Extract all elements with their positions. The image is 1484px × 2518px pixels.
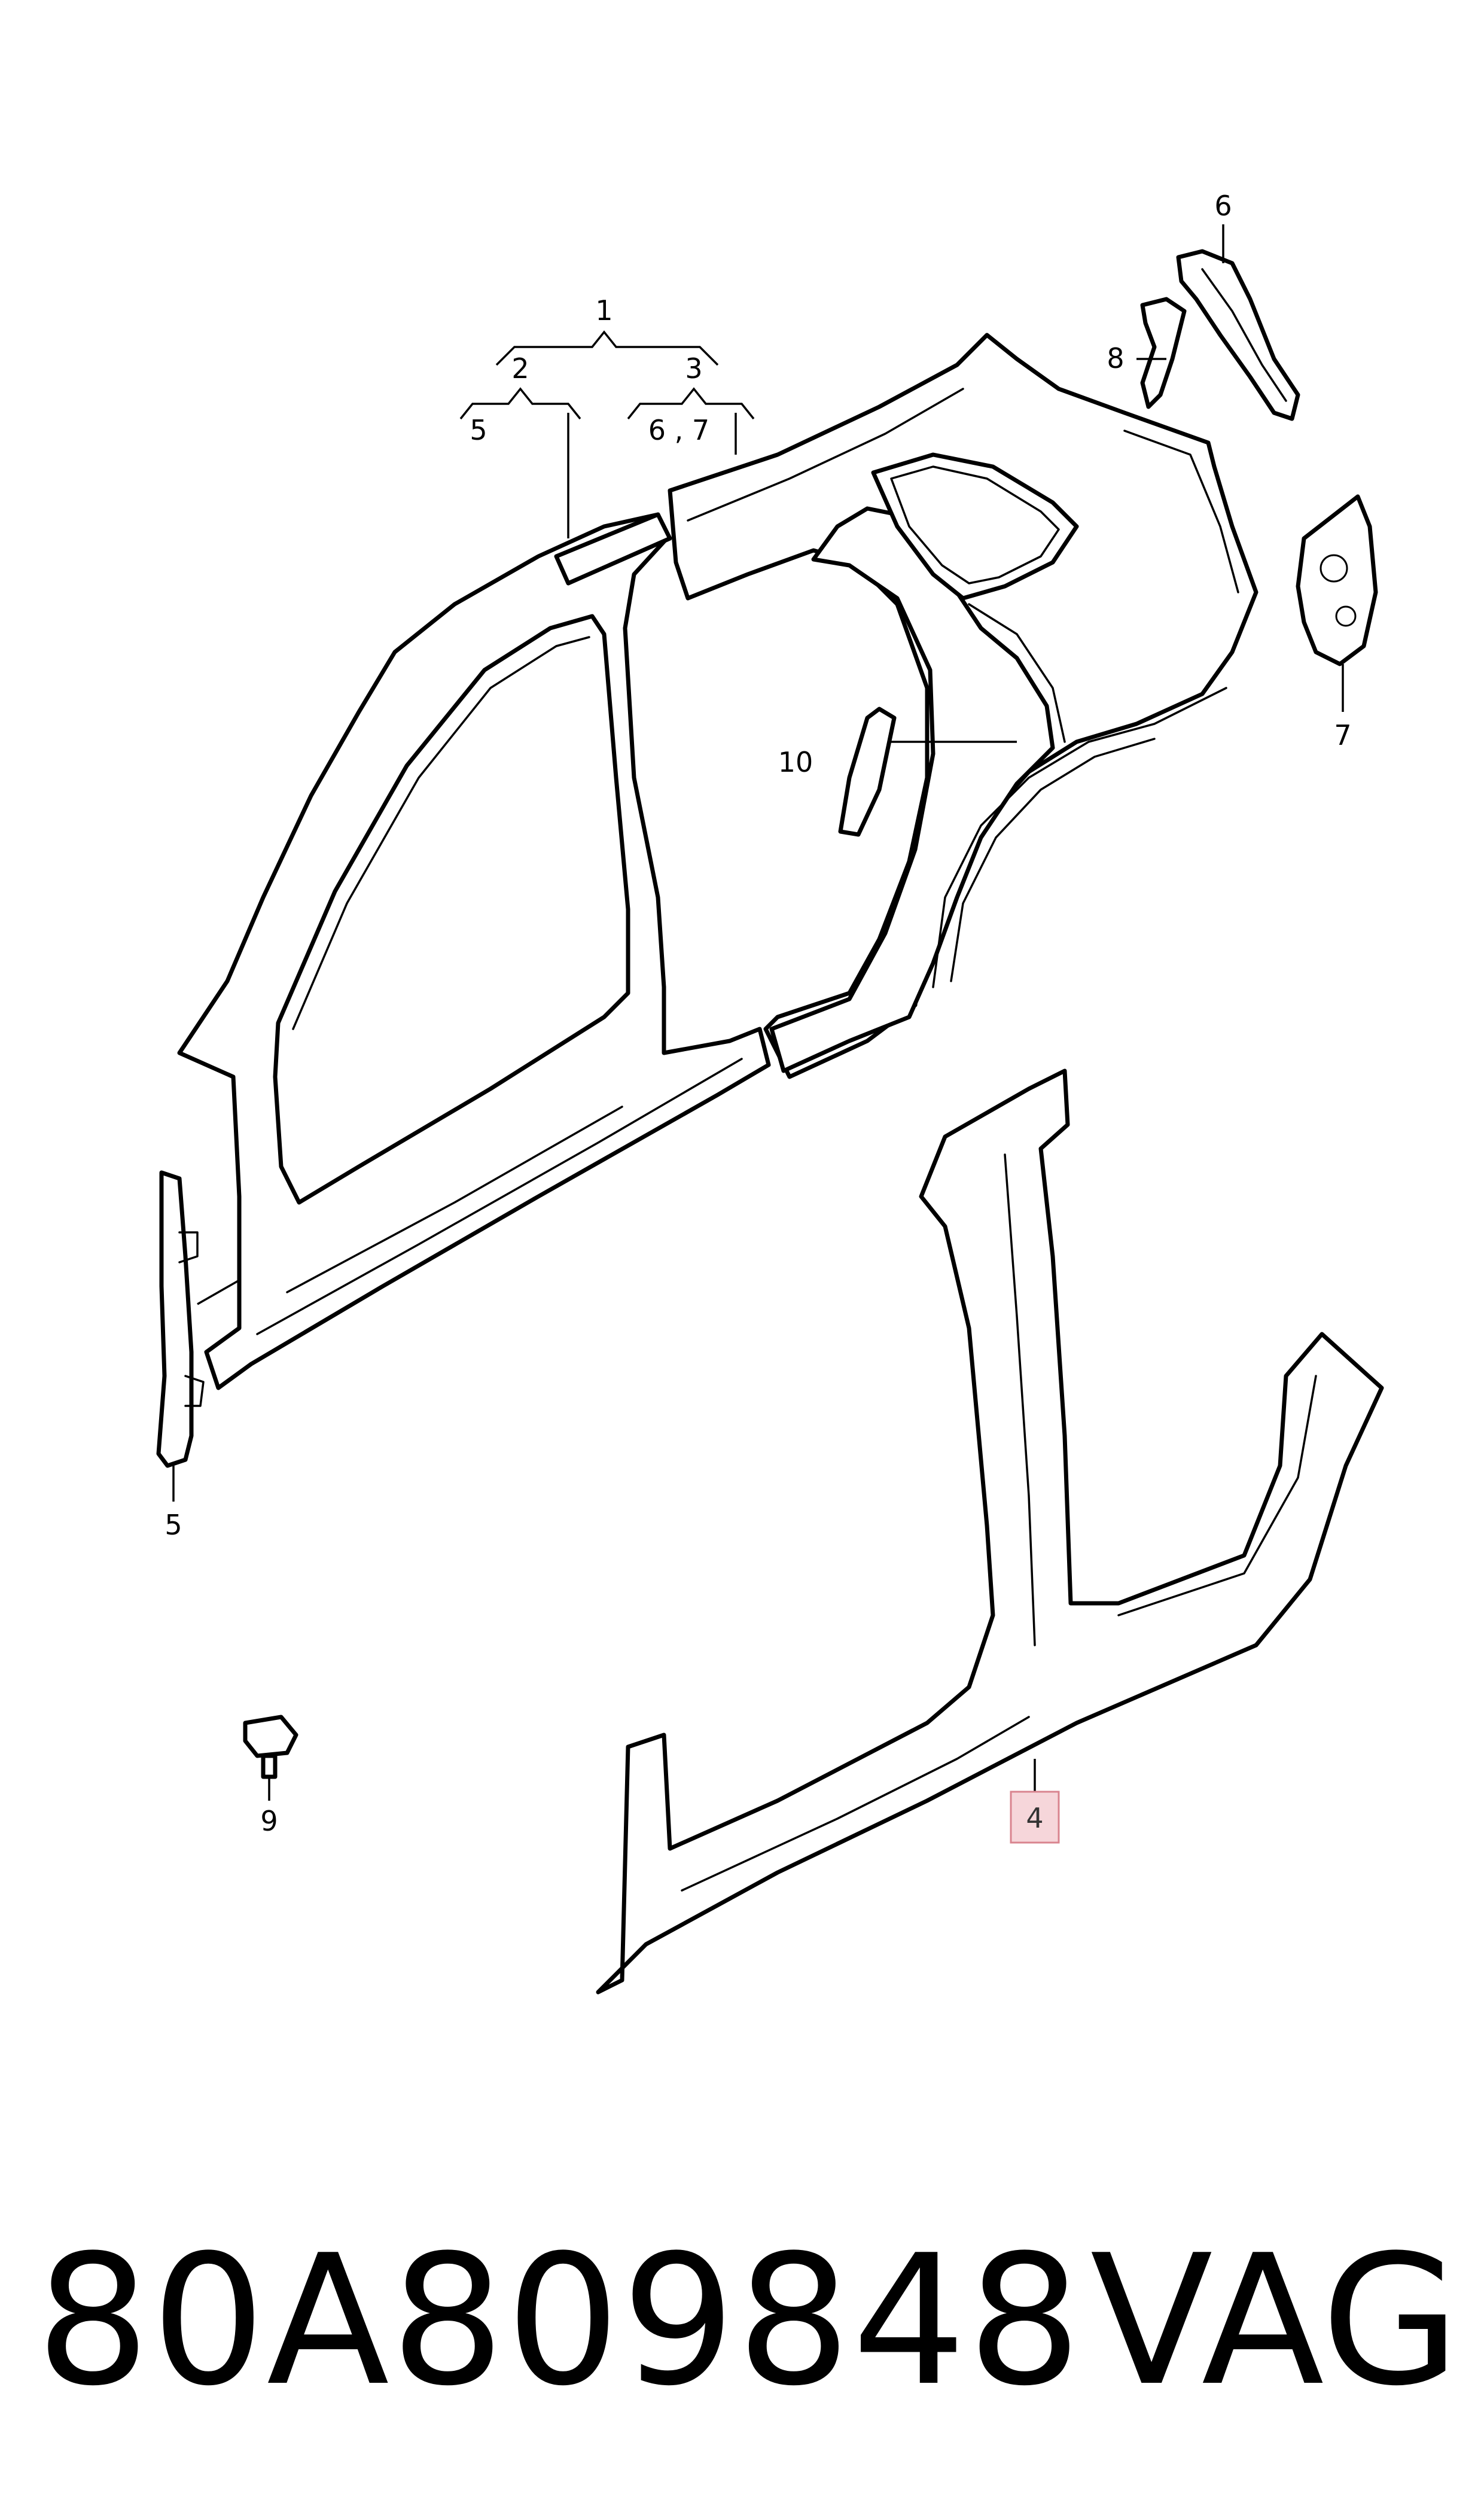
sill-edge-line <box>286 1106 623 1293</box>
c-pillar-line <box>968 603 1066 743</box>
bracket-1 <box>495 330 719 366</box>
callout-grouping <box>459 224 1224 538</box>
callout-4: 4 <box>1026 1802 1043 1834</box>
front-door-opening <box>273 614 630 1205</box>
part-10-strip <box>838 707 1017 837</box>
part-4-sill <box>596 1068 1384 1995</box>
part-number: 80A809848 <box>36 2216 1083 2425</box>
bracket-7-hole-2 <box>1335 605 1357 627</box>
part-8-bracket <box>1136 297 1187 409</box>
trim-strip <box>838 707 897 837</box>
bolt-head <box>243 1715 298 1758</box>
b-pillar-lower-line <box>1004 1153 1036 1646</box>
sill-inner-line <box>256 1058 743 1335</box>
part-7-bracket <box>1296 494 1378 712</box>
side-panel-assembly <box>177 333 1258 1390</box>
callout-10: 10 <box>778 746 813 778</box>
callout-8: 8 <box>1107 342 1124 374</box>
roof-rail-line <box>687 388 964 522</box>
brand-name: VAG <box>1090 2216 1460 2425</box>
quarter-window <box>871 452 1079 601</box>
leader-5-bottom <box>197 1279 240 1305</box>
hinge-bracket-5-tab-2 <box>184 1375 205 1407</box>
bracket-6 <box>1176 249 1300 421</box>
callout-5-top: 5 <box>470 414 487 446</box>
hinge-bracket-5 <box>156 1170 194 1468</box>
callout-5-bottom: 5 <box>164 1509 182 1541</box>
front-door-seal-line <box>292 636 590 1030</box>
callout-6: 6 <box>1214 190 1232 222</box>
callout-6-7: 6 , 7 <box>648 414 709 446</box>
hinge-bracket-5-tab <box>178 1231 199 1263</box>
bracket-3 <box>627 387 755 420</box>
rear-wheel-arch-inner <box>950 738 1156 982</box>
tail-area-line <box>1123 430 1239 593</box>
callout-labels: 1 2 3 5 6 , 7 6 8 7 10 5 9 4 <box>164 190 1352 1844</box>
roof-joint-front <box>554 512 672 586</box>
rear-arch-edge <box>1117 1375 1317 1616</box>
bracket-2 <box>459 387 581 420</box>
quarter-window-inner <box>890 465 1060 584</box>
footer: 80A809848 VAG <box>0 2213 1484 2465</box>
bracket-6-fold <box>1201 268 1287 402</box>
part-5-bracket <box>156 1170 240 1502</box>
sill-inner-edge <box>681 1716 1030 1892</box>
bracket-8 <box>1140 297 1187 409</box>
callout-1: 1 <box>595 294 613 327</box>
callout-4-highlight <box>1010 1791 1060 1844</box>
callout-3: 3 <box>685 352 702 385</box>
callout-9: 9 <box>260 1805 278 1837</box>
part-6-bracket <box>1176 249 1300 421</box>
callout-7: 7 <box>1334 719 1351 751</box>
bracket-7-hole-1 <box>1320 554 1348 583</box>
part-9-bolt <box>243 1715 298 1801</box>
rear-wheel-arch <box>932 687 1227 988</box>
bolt-shank <box>261 1753 278 1779</box>
sill-panel-4 <box>596 1068 1384 1995</box>
callout-2: 2 <box>511 352 529 385</box>
